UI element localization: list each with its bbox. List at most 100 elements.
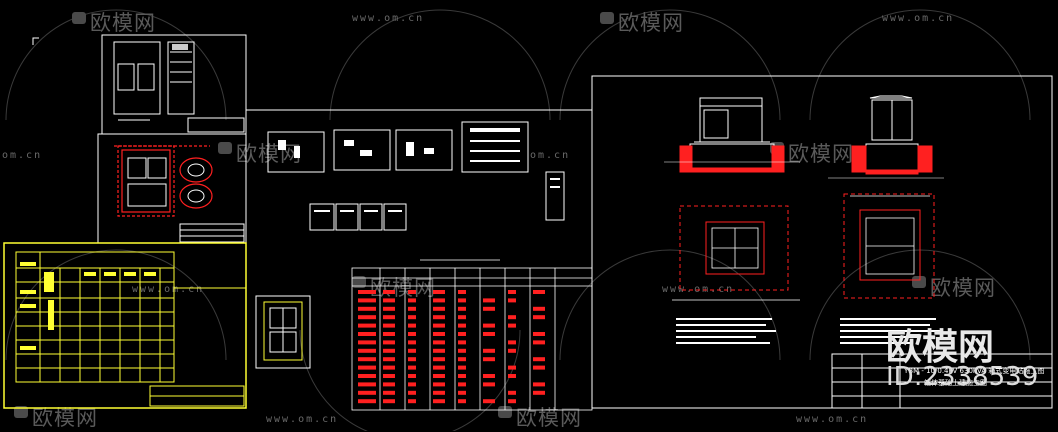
table-cell-marker bbox=[533, 306, 545, 311]
table-cell-marker bbox=[383, 323, 395, 328]
table-cell-marker bbox=[458, 298, 466, 303]
table-cell-marker bbox=[433, 340, 445, 345]
table-cell-marker bbox=[533, 340, 545, 345]
elevation-front bbox=[689, 97, 775, 173]
table-cell-marker bbox=[458, 357, 466, 362]
table-cell-marker bbox=[508, 348, 516, 353]
table-cell-marker bbox=[408, 374, 416, 378]
table-cell-marker bbox=[358, 315, 376, 320]
table-cell-marker bbox=[508, 323, 516, 328]
table-cell-marker bbox=[408, 315, 416, 320]
table-cell-marker bbox=[383, 298, 395, 303]
table-cell-marker bbox=[483, 332, 495, 336]
watermark-brand: 欧模网 bbox=[516, 407, 582, 430]
table-cell-marker bbox=[483, 374, 495, 378]
sheet-single-line-diagram bbox=[3, 242, 247, 409]
table-cell-marker bbox=[458, 315, 466, 320]
watermark-brand: 欧模网 bbox=[930, 277, 996, 300]
watermark-arc bbox=[299, 329, 521, 431]
table-cell-marker bbox=[383, 340, 395, 345]
table-cell-marker bbox=[458, 399, 466, 404]
title-block-title: YBM - 10/0.4kV 630kVA 箱式变电站施工图 bbox=[904, 367, 1045, 375]
table-cell-marker bbox=[483, 399, 495, 404]
table-cell-marker bbox=[458, 382, 466, 387]
table-cell-marker bbox=[383, 332, 395, 336]
watermark-arc bbox=[329, 9, 551, 121]
table-cell-marker bbox=[533, 332, 545, 336]
table-cell-marker bbox=[483, 348, 495, 353]
table-cell-marker bbox=[358, 357, 376, 362]
watermark-url: om.cn bbox=[2, 150, 43, 161]
foundation-red-outline bbox=[114, 145, 213, 217]
watermark-arc bbox=[5, 9, 227, 121]
table-cell-marker bbox=[483, 357, 495, 362]
table-cell-marker bbox=[533, 382, 545, 387]
table-cell-marker bbox=[483, 298, 495, 303]
plan-foundation-right bbox=[843, 193, 935, 299]
table-cell-marker bbox=[358, 290, 376, 294]
table-cell-marker bbox=[533, 290, 545, 294]
table-cell-marker bbox=[358, 340, 376, 345]
sheet-row-details bbox=[267, 121, 565, 231]
sheet-main-foundation bbox=[591, 75, 1053, 409]
table-cell-marker bbox=[433, 290, 445, 294]
sheet-panel-layout bbox=[255, 295, 311, 369]
table-cell-marker bbox=[483, 306, 495, 311]
table-cell-marker bbox=[483, 323, 495, 328]
table-cell-marker bbox=[508, 365, 516, 370]
notes-left bbox=[676, 318, 776, 344]
table-cell-marker bbox=[508, 315, 516, 320]
table-cell-marker bbox=[433, 323, 445, 328]
watermark-brand-large: 欧模网 bbox=[886, 327, 995, 368]
table-cell-marker bbox=[383, 357, 395, 362]
table-red-rows bbox=[358, 290, 545, 404]
watermark-logo-icon bbox=[498, 406, 512, 418]
table-cell-marker bbox=[458, 323, 466, 328]
table-cell-marker bbox=[458, 365, 466, 370]
watermark-logo-icon bbox=[912, 276, 926, 288]
table-cell-marker bbox=[533, 390, 545, 395]
table-cell-marker bbox=[408, 348, 416, 353]
table-cell-marker bbox=[433, 332, 445, 336]
elevation-front-soil bbox=[679, 145, 785, 173]
table-cell-marker bbox=[433, 306, 445, 311]
watermark-logo-icon bbox=[14, 406, 28, 418]
table-cell-marker bbox=[408, 323, 416, 328]
table-cell-marker bbox=[458, 390, 466, 395]
table-cell-marker bbox=[458, 332, 466, 336]
watermark-brand: 欧模网 bbox=[32, 407, 98, 430]
watermark-brand: 欧模网 bbox=[788, 143, 854, 166]
table-cell-marker bbox=[408, 399, 416, 404]
watermark-brand: 欧模网 bbox=[618, 12, 684, 35]
table-cell-marker bbox=[383, 390, 395, 395]
table-cell-marker bbox=[458, 374, 466, 378]
watermark-logo-icon bbox=[218, 142, 232, 154]
table-cell-marker bbox=[433, 315, 445, 320]
table-cell-marker bbox=[433, 357, 445, 362]
watermark-arc bbox=[5, 249, 227, 361]
table-cell-marker bbox=[508, 298, 516, 303]
table-cell-marker bbox=[358, 348, 376, 353]
table-cell-marker bbox=[458, 348, 466, 353]
equipment-table bbox=[351, 259, 593, 411]
table-cell-marker bbox=[408, 340, 416, 345]
table-cell-marker bbox=[433, 382, 445, 387]
table-cell-marker bbox=[408, 365, 416, 370]
table-cell-marker bbox=[358, 323, 376, 328]
table-cell-marker bbox=[408, 298, 416, 303]
watermark-id: ID:2338539 bbox=[886, 362, 1039, 392]
elevation-side bbox=[865, 95, 919, 173]
table-cell-marker bbox=[458, 340, 466, 345]
table-cell-marker bbox=[383, 306, 395, 311]
table-cell-marker bbox=[508, 374, 516, 378]
table-cell-marker bbox=[383, 399, 395, 404]
table-cell-marker bbox=[533, 315, 545, 320]
table-cell-marker bbox=[358, 306, 376, 311]
watermark-logo-icon bbox=[352, 276, 366, 288]
watermark-url: www.om.cn bbox=[882, 13, 955, 24]
notes-right bbox=[840, 318, 940, 344]
table-cell-marker bbox=[408, 290, 416, 294]
watermark-arc bbox=[559, 249, 781, 361]
watermark-brand: 欧模网 bbox=[370, 277, 436, 300]
